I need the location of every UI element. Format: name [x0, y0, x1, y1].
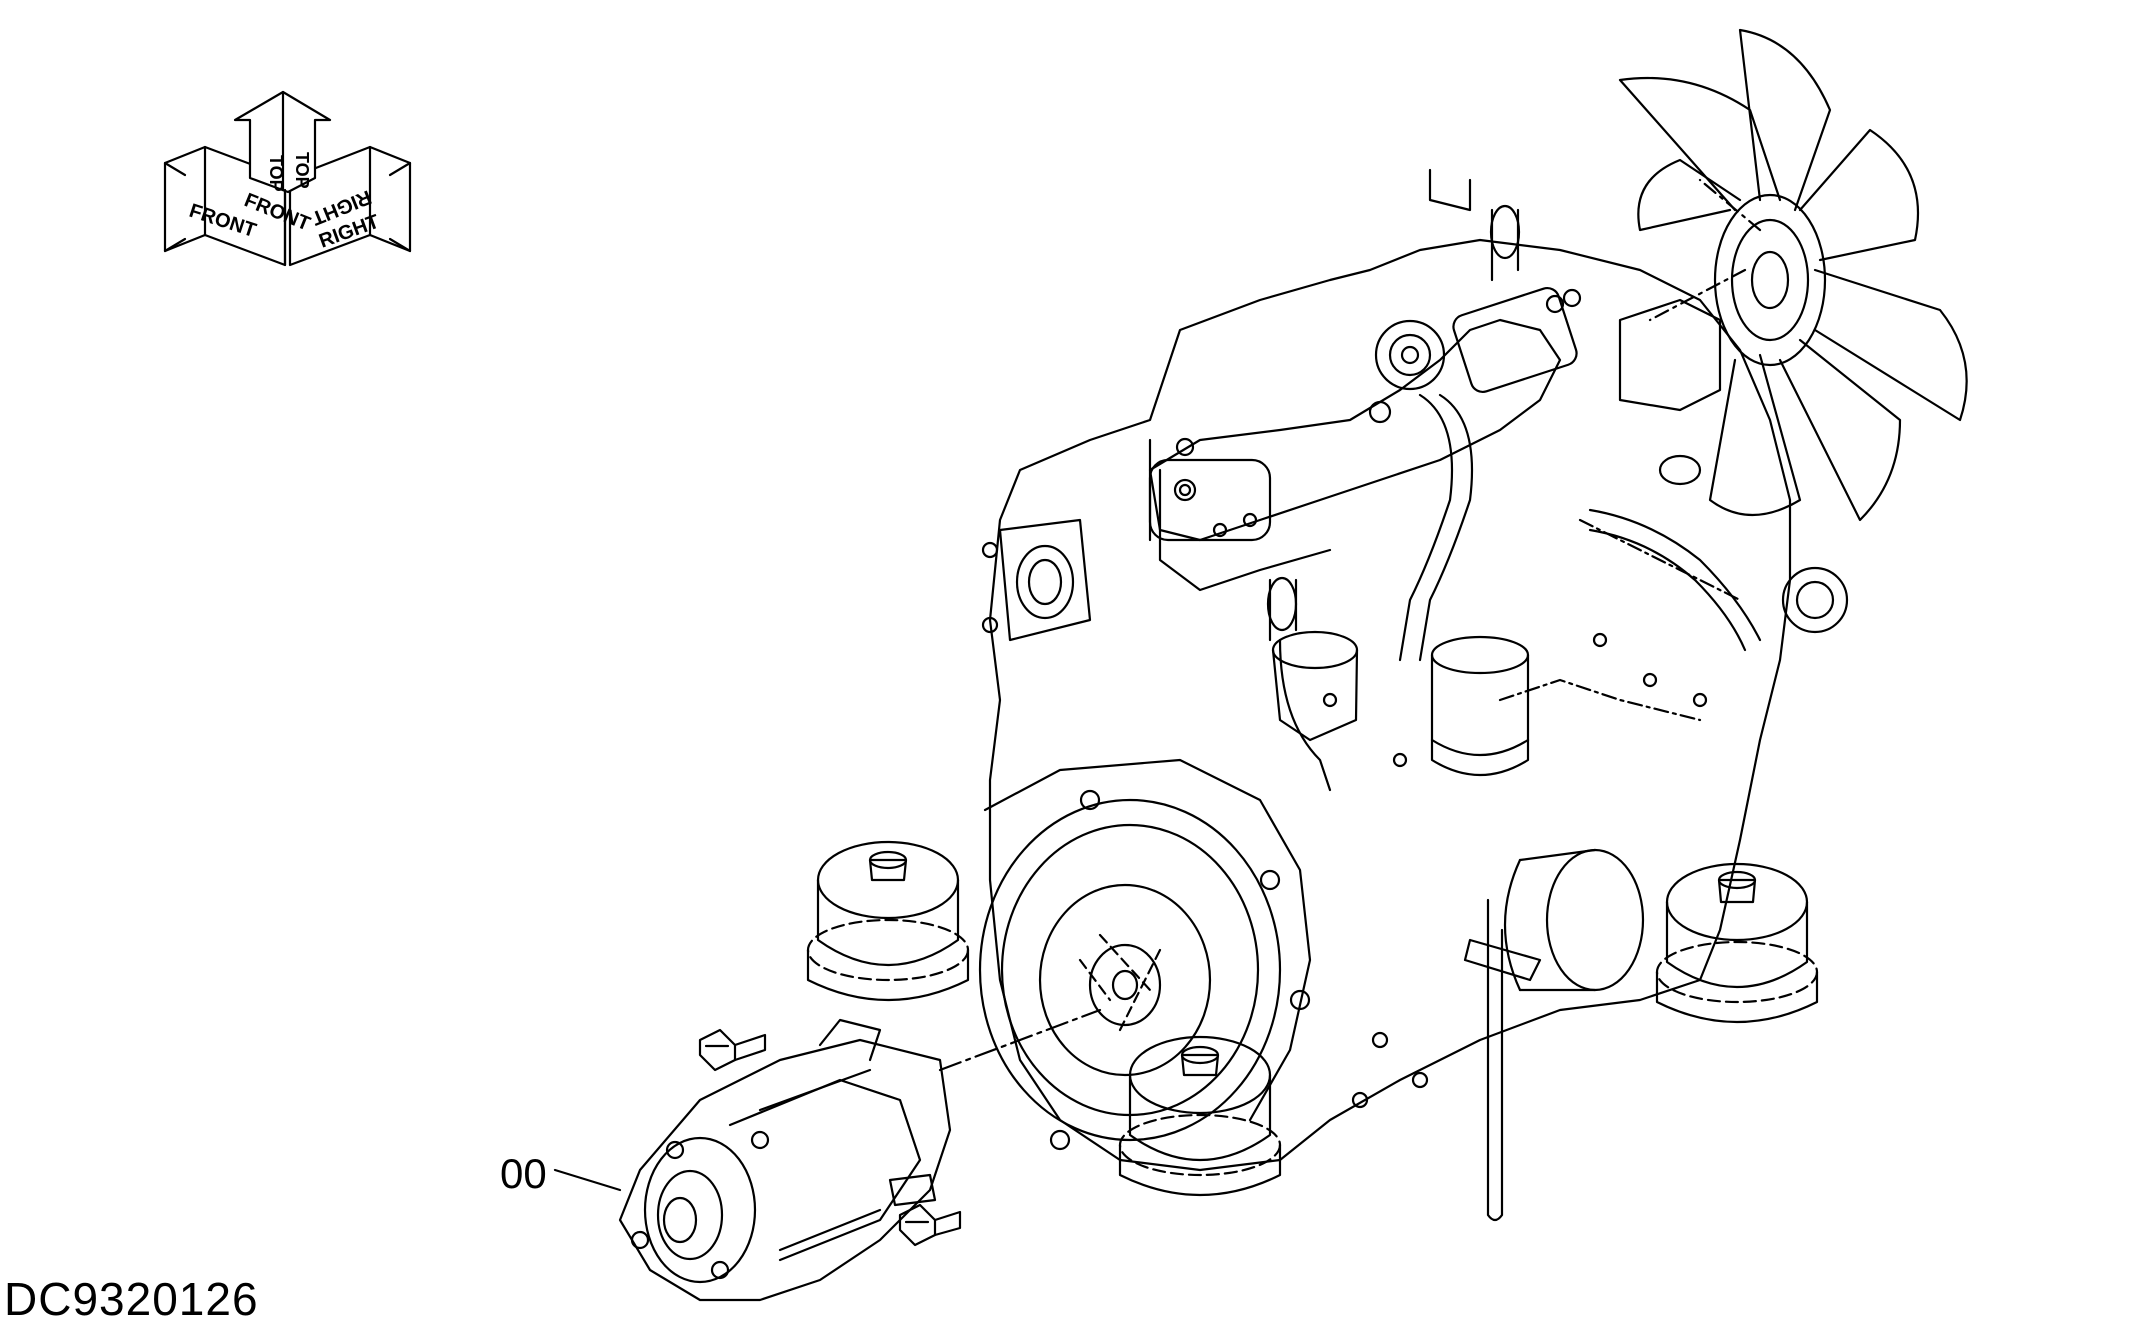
- engine-mount-right: [1655, 862, 1819, 1024]
- rocker-cover: [1148, 318, 1562, 542]
- engine-assembly: [806, 28, 1968, 1222]
- top-mirror-label: TOP: [266, 155, 286, 192]
- bolt-lower: [898, 1203, 962, 1247]
- engine-mount-front: [1118, 1035, 1282, 1197]
- cover-panel: [1148, 458, 1272, 542]
- orientation-indicator: FRONT FRONT TOP TOP RIGHT RIGHT: [163, 90, 412, 267]
- part-callout-00: 00: [500, 1150, 547, 1197]
- fuel-filter: [1430, 635, 1530, 776]
- drawing-id-label: DC9320126: [4, 1273, 259, 1325]
- engine-block-outline: [988, 238, 1792, 1172]
- engine-mount-left: [806, 840, 970, 1002]
- top-label: TOP: [292, 152, 312, 189]
- callout-leader-line: [553, 1168, 622, 1192]
- starter-motor: [618, 1018, 952, 1302]
- dipstick: [1486, 898, 1504, 1222]
- cooling-fan: [1618, 28, 1968, 522]
- exhaust-flange: [981, 518, 1092, 642]
- flywheel-housing: [978, 758, 1312, 1151]
- oil-filter: [1503, 848, 1645, 992]
- bolt-upper: [698, 1028, 767, 1072]
- alignment-line: [938, 1008, 1102, 1072]
- intake-hose: [1398, 393, 1454, 662]
